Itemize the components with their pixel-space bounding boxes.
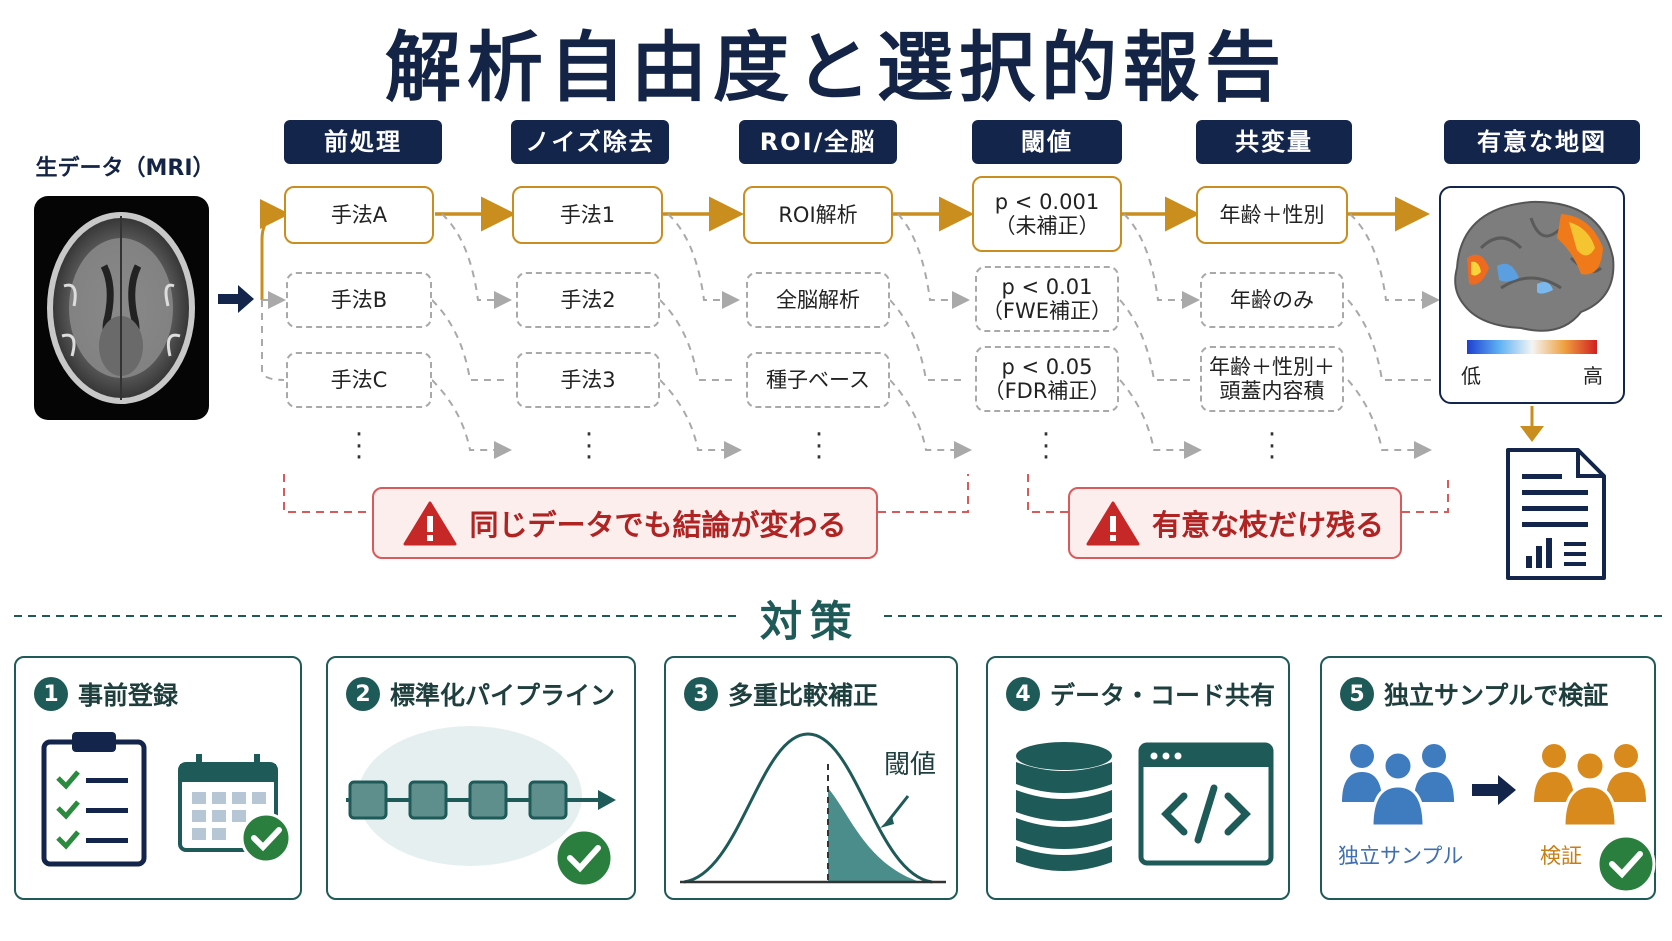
more-options-dots: ··· (1041, 420, 1051, 474)
card-preregistration: 1 事前登録 (14, 656, 302, 900)
card-title: 多重比較補正 (728, 681, 879, 710)
option-selected: 年齢＋性別 (1196, 186, 1348, 244)
option-alternative: p < 0.05（FDR補正） (975, 346, 1119, 412)
option-selected: ROI解析 (743, 186, 893, 244)
database-icon (1016, 742, 1112, 871)
clipboard-checklist-icon (41, 732, 147, 867)
distribution-curve-icon (680, 732, 946, 884)
card-standard-pipeline: 2 標準化パイプライン (326, 656, 636, 900)
step-header-preprocessing: 前処理 (284, 120, 442, 164)
option-alternative: 年齢のみ (1200, 272, 1344, 328)
option-alternative: 手法2 (516, 272, 660, 328)
warning-banner: 同じデータでも結論が変わる (372, 487, 878, 559)
arrow-right-icon (1472, 775, 1516, 805)
option-alternative: 種子ベース (746, 352, 890, 408)
countermeasures-title: 対策 (740, 588, 880, 649)
card-title: 事前登録 (78, 681, 179, 710)
mri-brain-image (34, 196, 209, 420)
card-multiple-comparison: 3 多重比較補正 閾値 (664, 656, 958, 900)
step-header-threshold: 閾値 (972, 120, 1122, 164)
scale-high-label: 高 (1583, 364, 1603, 388)
threshold-label: 閾値 (884, 750, 937, 780)
activation-brain-icon (1454, 200, 1615, 354)
check-circle-icon (1596, 834, 1656, 894)
scale-low-label: 低 (1461, 364, 1481, 388)
significant-map-panel: 低 高 (1439, 186, 1625, 404)
warning-banner: 有意な枝だけ残る (1068, 487, 1402, 559)
option-alternative: 手法B (286, 272, 432, 328)
validation-label: 検証 (1540, 844, 1582, 868)
card-independent-validation: 5 独立サンプルで検証 独立サンプル 検証 (1320, 656, 1656, 900)
color-scale-bar (1467, 340, 1597, 354)
warning-icon (403, 501, 457, 546)
more-options-dots: ··· (1267, 420, 1277, 474)
warning-icon (1086, 501, 1140, 546)
step-header-covariates: 共変量 (1196, 120, 1352, 164)
page-title: 解析自由度と選択的報告 (385, 23, 1287, 112)
option-alternative: 手法C (286, 352, 432, 408)
step-number-badge: 3 (684, 677, 718, 711)
step-number-badge: 1 (34, 677, 68, 711)
step-header-result: 有意な地図 (1444, 120, 1640, 164)
more-options-dots: ··· (584, 420, 594, 474)
card-title: 独立サンプルで検証 (1384, 681, 1609, 710)
option-selected: p < 0.001（未補正） (972, 176, 1122, 252)
option-selected: 手法A (284, 186, 434, 244)
option-alternative: 年齢＋性別＋頭蓋内容積 (1200, 346, 1344, 412)
option-alternative: 全脳解析 (746, 272, 890, 328)
option-selected: 手法1 (512, 186, 663, 244)
independent-sample-label: 独立サンプル (1338, 844, 1464, 868)
input-arrow-icon (218, 285, 254, 313)
calendar-check-icon (178, 754, 292, 864)
step-number-badge: 5 (1340, 677, 1374, 711)
option-alternative: p < 0.01（FWE補正） (975, 266, 1119, 332)
people-group-icon (1342, 744, 1454, 828)
raw-data-label: 生データ（MRI） (35, 156, 215, 181)
step-header-roi: ROI/全脳 (739, 120, 897, 164)
more-options-dots: ··· (814, 420, 824, 474)
code-window-icon (1138, 742, 1274, 866)
people-group-icon (1534, 744, 1646, 828)
card-data-code-sharing: 4 データ・コード共有 (986, 656, 1290, 900)
option-alternative: 手法3 (516, 352, 660, 408)
card-title: データ・コード共有 (1050, 681, 1276, 710)
step-header-denoising: ノイズ除去 (511, 120, 669, 164)
card-title: 標準化パイプライン (390, 681, 616, 710)
step-number-badge: 2 (346, 677, 380, 711)
more-options-dots: ··· (354, 420, 364, 474)
pipeline-icon (346, 726, 616, 888)
step-number-badge: 4 (1006, 677, 1040, 711)
report-document-icon (1506, 448, 1606, 580)
